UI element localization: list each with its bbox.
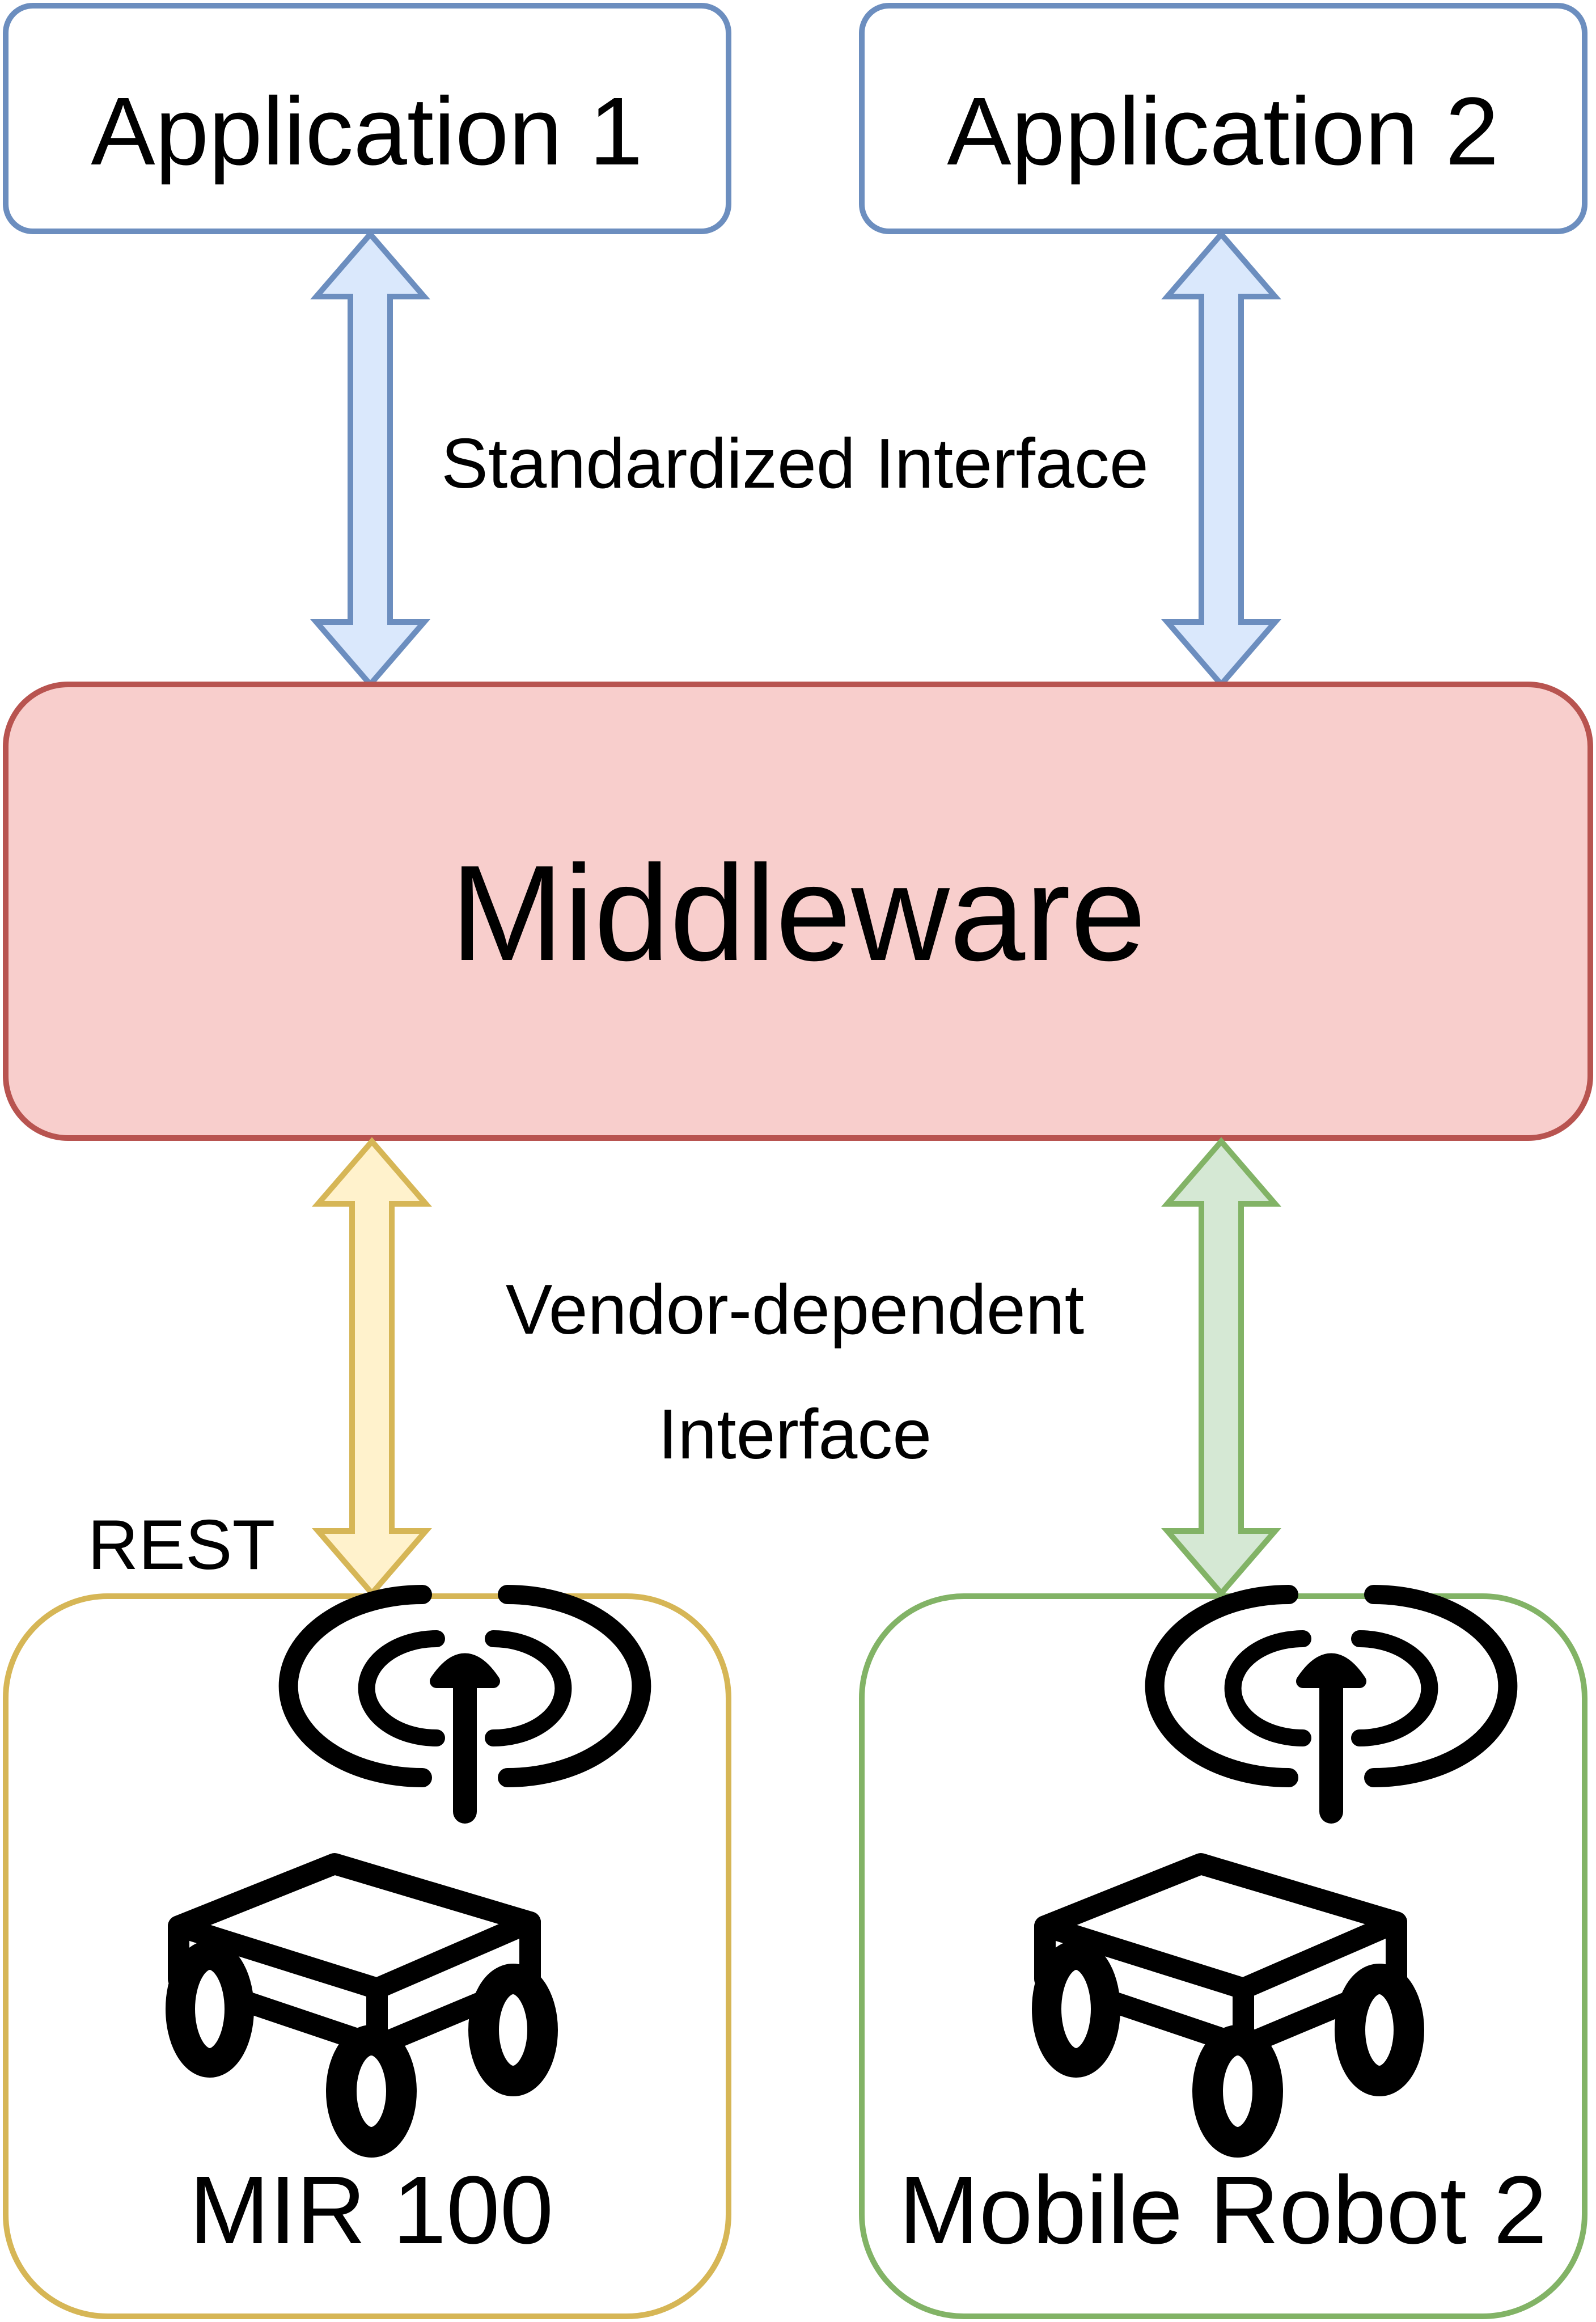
application-1-node: Application 1 xyxy=(3,3,731,234)
application-2-node: Application 2 xyxy=(859,3,1587,234)
robot-1-label: MIR 100 xyxy=(189,2156,553,2264)
middleware-node: Middleware xyxy=(3,682,1593,1141)
arrow-middleware-robot1 xyxy=(312,1137,432,1598)
arrow-app2-middleware xyxy=(1161,230,1281,689)
arrow-app1-middleware xyxy=(310,230,430,689)
robot-1-node: MIR 100 xyxy=(3,1594,731,2319)
application-2-label: Application 2 xyxy=(947,78,1498,185)
arrow-middleware-robot2 xyxy=(1161,1137,1281,1598)
middleware-label: Middleware xyxy=(450,837,1146,989)
standardized-interface-label: Standardized Interface xyxy=(441,425,1149,503)
robot-2-node: Mobile Robot 2 xyxy=(859,1594,1587,2319)
robot-2-label: Mobile Robot 2 xyxy=(899,2156,1547,2264)
vendor-interface-label-line2: Interface xyxy=(658,1395,932,1474)
application-1-label: Application 1 xyxy=(91,78,642,185)
vendor-interface-label-line1: Vendor-dependent xyxy=(506,1271,1084,1349)
rest-label: REST xyxy=(88,1506,276,1584)
